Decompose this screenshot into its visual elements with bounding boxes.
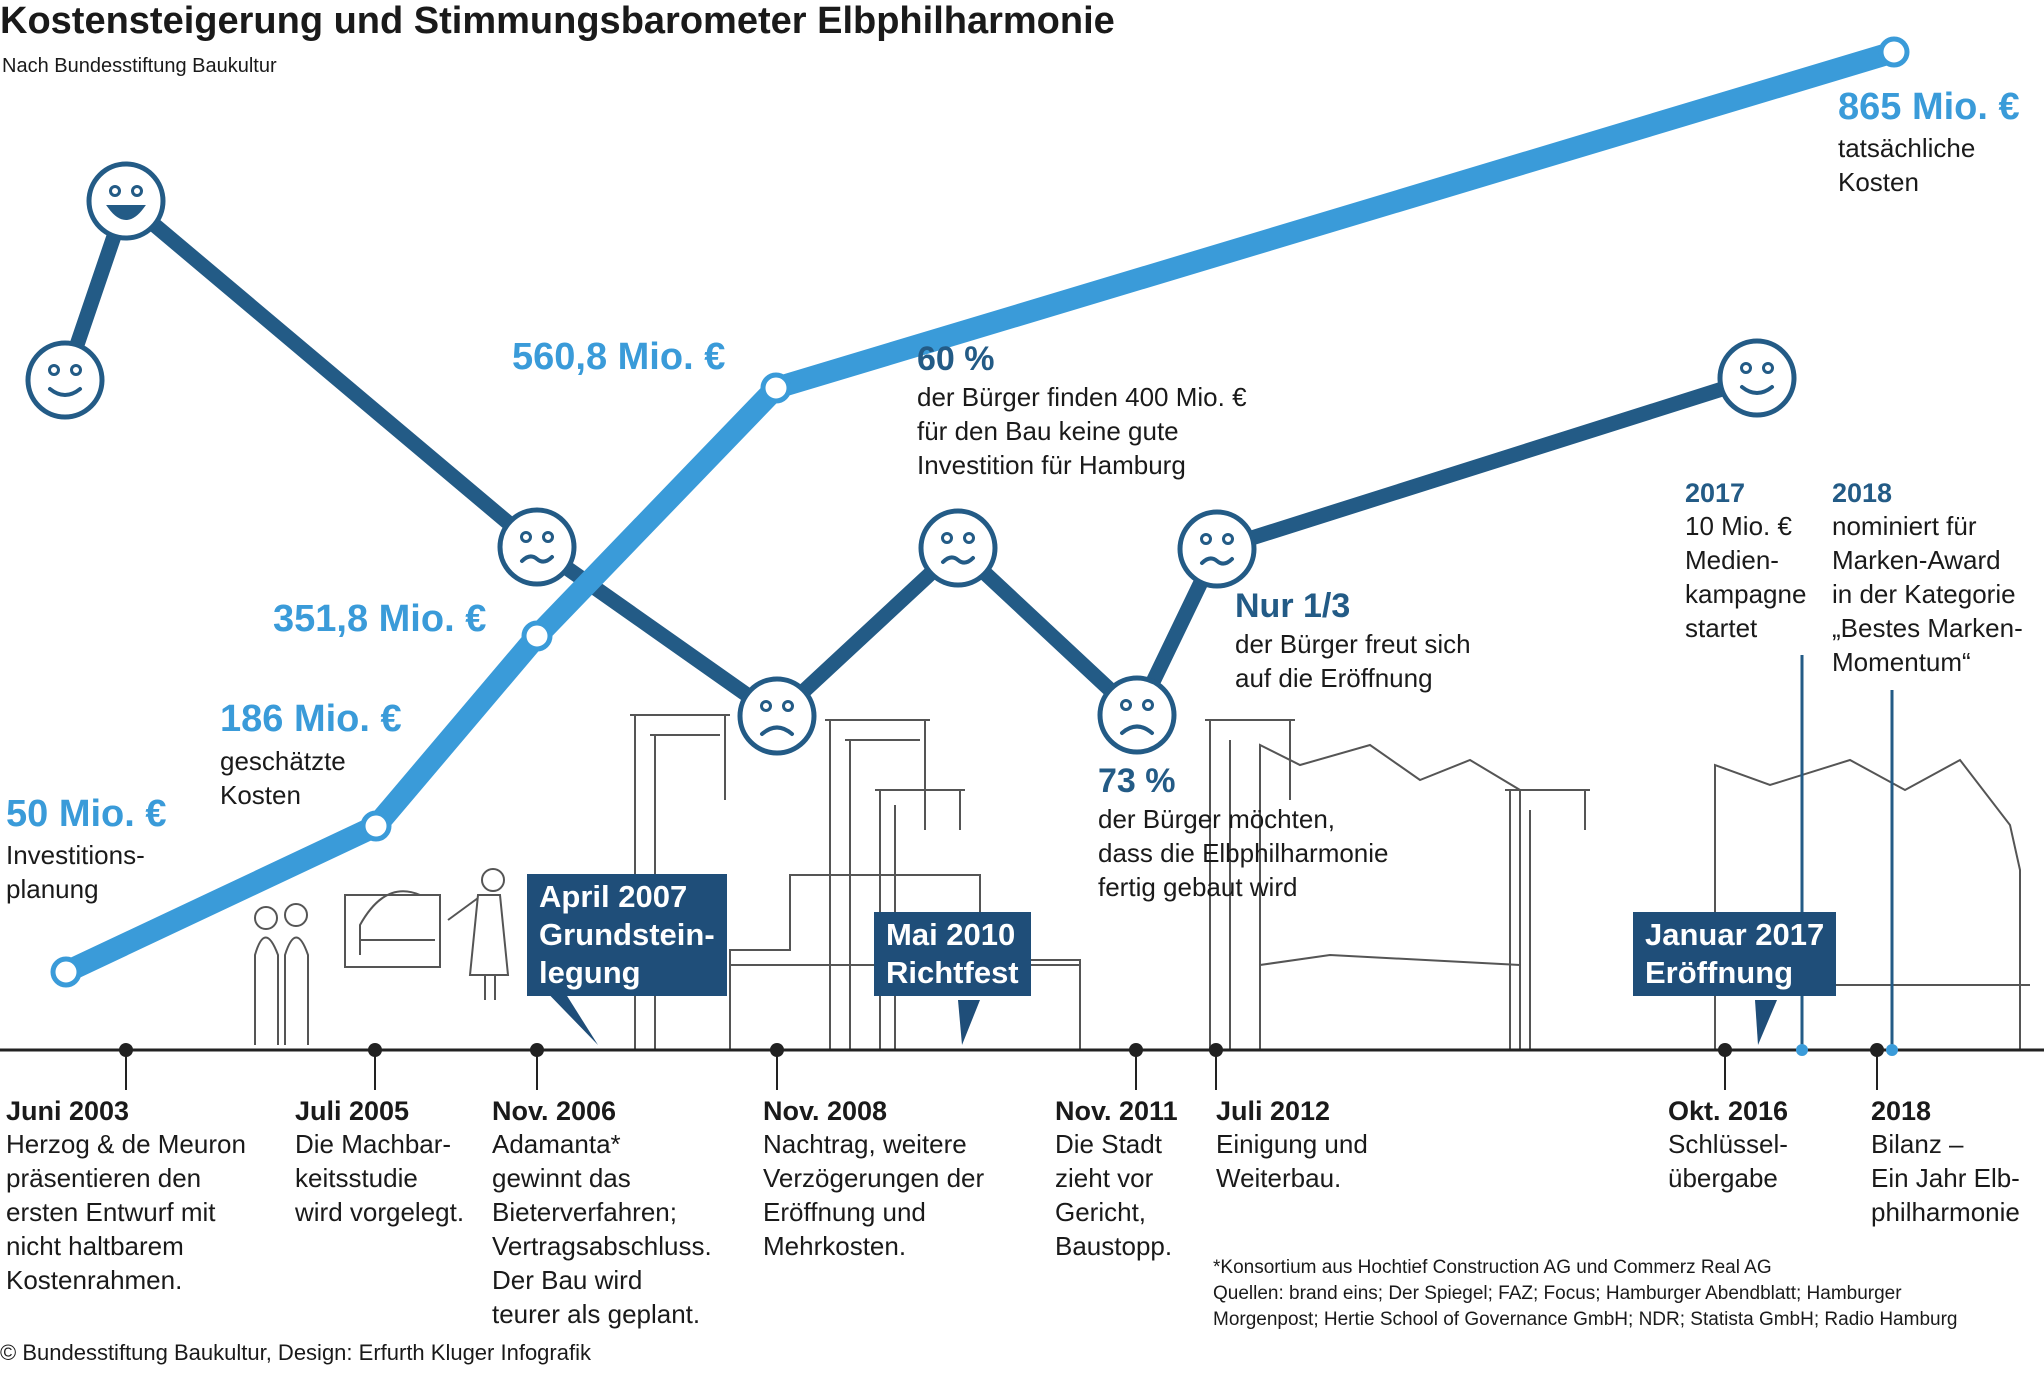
cost-value-2008: 560,8 Mio. €	[512, 336, 726, 378]
annotation-dot-2017	[1796, 1044, 1808, 1056]
cost-value-2018: 865 Mio. €	[1838, 86, 2020, 128]
cost-point-1	[360, 810, 392, 842]
mood-value-2010: 60 %	[917, 340, 995, 378]
cost-point-4	[1878, 36, 1910, 68]
cost-value-2006: 351,8 Mio. €	[273, 598, 487, 640]
crane-2	[825, 719, 930, 1050]
timeline-item-2016: Okt. 2016 Schlüssel-übergabe	[1668, 1096, 1789, 1193]
milestone-pointer-1	[958, 1000, 980, 1045]
timeline-dot-2	[530, 1043, 544, 1057]
cost-value-2003: 50 Mio. €	[6, 793, 167, 835]
construction-illustration	[254, 714, 2030, 1050]
cost-value-2005: 186 Mio. €	[220, 698, 402, 740]
mood-face-sad-icon	[737, 676, 817, 756]
milestone-callouts	[535, 980, 1777, 1045]
timeline-dot-0	[119, 1043, 133, 1057]
cost-point-2	[521, 620, 553, 652]
mood-face-worried-icon	[1177, 509, 1257, 589]
timeline-dot-5	[1209, 1043, 1223, 1057]
mood-value-2012: Nur 1/3	[1235, 587, 1351, 625]
timeline-dot-1	[368, 1043, 382, 1057]
cost-point-0	[50, 956, 82, 988]
timeline-dot-7	[1870, 1043, 1884, 1057]
mood-face-very-happy-icon	[86, 161, 166, 241]
crane-5	[1505, 789, 1590, 1050]
milestone-pointer-0	[535, 980, 598, 1045]
mood-face-worried-icon	[497, 507, 577, 587]
mood-value-2011: 73 %	[1098, 762, 1176, 800]
timeline-dot-6	[1718, 1043, 1732, 1057]
mood-face-happy-icon	[1717, 338, 1797, 418]
mood-points	[25, 161, 1797, 756]
chart-subtitle: Nach Bundesstiftung Baukultur	[2, 55, 277, 77]
annotation-dot-2018	[1886, 1044, 1898, 1056]
timeline-ticks	[119, 1043, 1884, 1090]
cost-point-3	[760, 372, 792, 404]
series-line-kosten	[55, 41, 1905, 983]
cost-points	[50, 36, 1910, 988]
building-2	[1259, 743, 1521, 1050]
mood-desc-2011: der Bürger möchten,dass die Elbphilharmo…	[1098, 804, 1389, 902]
chart-title: Kostensteigerung und Stimmungsbarometer …	[0, 0, 1115, 42]
timeline-dot-3	[770, 1043, 784, 1057]
timeline-item-2018: 2018 Bilanz –Ein Jahr Elb-philharmonie	[1871, 1096, 2020, 1227]
mood-face-happy-icon	[25, 340, 105, 420]
mood-face-worried-icon	[918, 508, 998, 588]
copyright: © Bundesstiftung Baukultur, Design: Erfu…	[0, 1340, 591, 1365]
mood-face-sad-icon	[1097, 675, 1177, 755]
people-illustration	[254, 868, 510, 1045]
mood-desc-2010: der Bürger finden 400 Mio. €für den Bau …	[917, 382, 1247, 480]
cost-desc-2003: Investitions-planung	[6, 840, 145, 904]
timeline-dot-4	[1129, 1043, 1143, 1057]
footnote: *Konsortium aus Hochtief Construction AG…	[1213, 1257, 1958, 1330]
milestone-pointer-2	[1755, 1000, 1777, 1045]
